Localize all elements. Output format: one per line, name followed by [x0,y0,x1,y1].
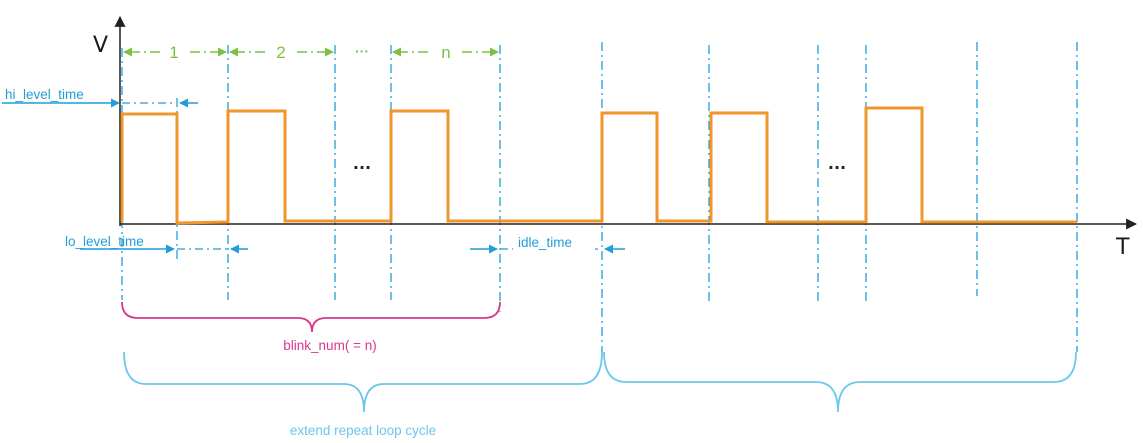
period-label-2: 2 [276,43,285,62]
hi-level-time-label: hi_level_time [5,87,84,102]
cycle-label: extend repeat loop cycle [290,423,436,438]
lo-level-time-label: lo_level_time [65,234,144,249]
cycle-brace [123,351,603,413]
pulses-ellipsis: ··· [353,158,371,177]
period-label-n: n [441,43,450,62]
blink-num-brace [121,301,501,333]
period-label-ellipsis: ··· [355,43,369,59]
pulses-ellipsis: ··· [828,158,846,177]
blink-num-label: blink_num( = n) [283,338,376,353]
cycle-brace [603,351,1077,413]
period-label-1: 1 [169,43,178,62]
idle-time-label-bg [513,235,595,253]
guide-lines [121,42,1078,352]
square-wave-signal [120,106,1077,225]
idle-time-label: idle_time [518,235,572,250]
x-axis-label: T [1115,235,1130,260]
y-axis-label: V [93,33,108,58]
